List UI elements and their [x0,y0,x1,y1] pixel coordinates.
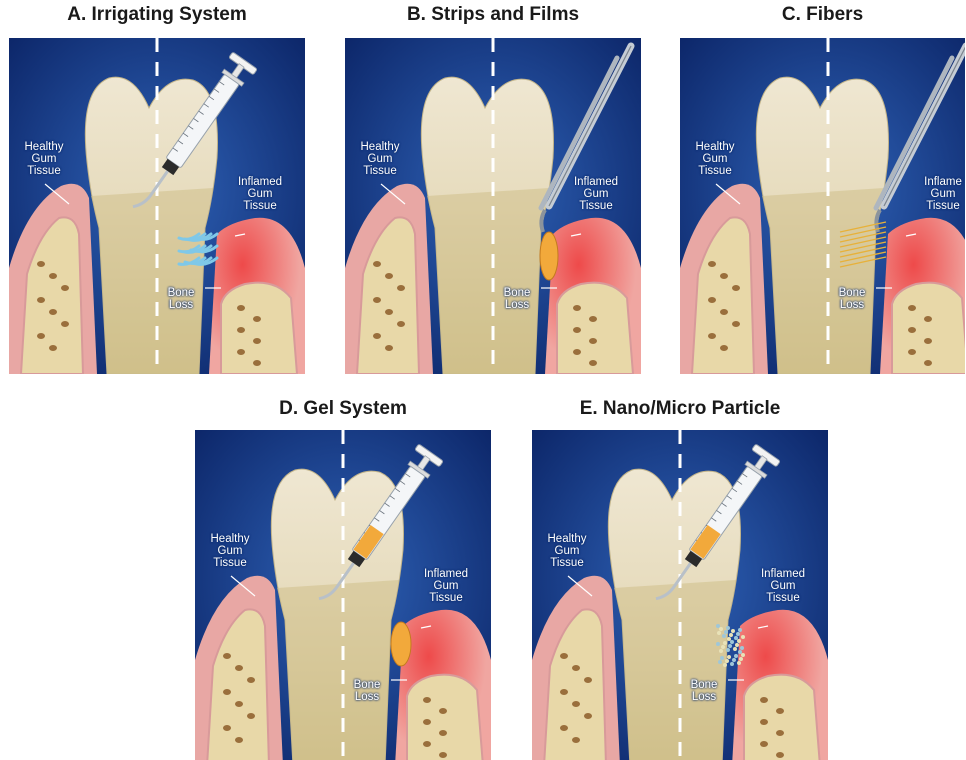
tooth-root [427,188,549,374]
tooth-root [762,188,884,374]
tooth-root [277,580,399,760]
reduced-bone [221,283,297,374]
panel-title: E. Nano/Micro Particle [532,394,828,424]
panel-title: C. Fibers [680,0,965,30]
gel-deposit [391,622,411,666]
reduced-bone [407,675,483,760]
strip [540,232,558,280]
tooth-root [614,580,736,760]
panel-title: B. Strips and Films [345,0,641,30]
reduced-bone [557,283,633,374]
panel-title: D. Gel System [195,394,491,424]
panel-title: A. Irrigating System [9,0,305,30]
tooth-root [91,188,213,374]
reduced-bone [744,675,820,760]
